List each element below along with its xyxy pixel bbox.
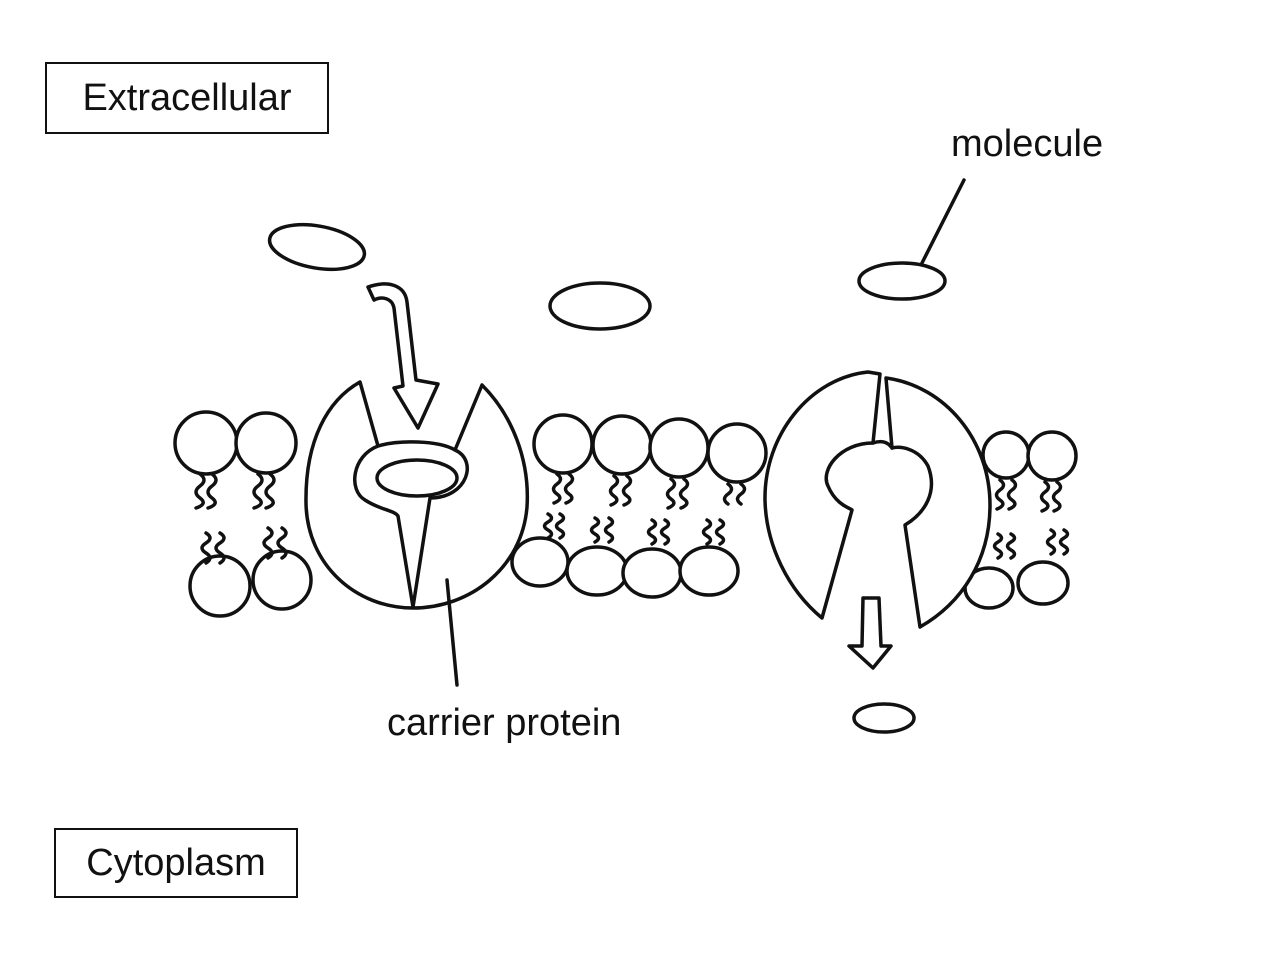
carrier-protein-leader-line bbox=[445, 578, 459, 687]
lipid-tail bbox=[1058, 528, 1070, 556]
extracellular-label: Extracellular bbox=[82, 77, 292, 119]
lipid-tail bbox=[735, 482, 747, 506]
lipid-tail bbox=[214, 531, 226, 565]
carrier-protein-left bbox=[304, 282, 530, 610]
phospholipid-head bbox=[173, 410, 239, 476]
phospholipid-head bbox=[510, 536, 570, 588]
lipid-tail bbox=[262, 526, 274, 560]
phospholipid-head bbox=[621, 547, 683, 599]
lipid-tail bbox=[264, 472, 276, 510]
lipid-tail bbox=[701, 518, 713, 546]
lipid-tail bbox=[659, 518, 671, 546]
lipid-bilayer-left bbox=[173, 410, 313, 618]
lipid-tail bbox=[994, 478, 1006, 511]
carrier-protein-label: carrier protein bbox=[387, 702, 622, 744]
lipid-tail bbox=[252, 472, 264, 510]
phospholipid-head bbox=[532, 413, 594, 475]
lipid-tail bbox=[1051, 480, 1063, 513]
lipid-bilayer-middle bbox=[510, 413, 768, 599]
lipid-tail bbox=[589, 516, 601, 544]
bound-molecule bbox=[375, 458, 459, 498]
phospholipid-head bbox=[251, 549, 313, 611]
phospholipid-head bbox=[591, 414, 653, 476]
lipid-tail bbox=[646, 518, 658, 546]
lipid-tail bbox=[1006, 478, 1018, 511]
lipid-tail bbox=[678, 477, 690, 510]
lipid-tail bbox=[992, 532, 1004, 560]
phospholipid-head bbox=[706, 422, 768, 484]
molecule-label: molecule bbox=[951, 123, 1104, 165]
lipid-tail bbox=[551, 472, 563, 505]
molecule-middle bbox=[548, 281, 652, 331]
phospholipid-head bbox=[981, 430, 1031, 480]
arrow-out-of-protein bbox=[847, 596, 893, 670]
lipid-tail bbox=[206, 472, 218, 510]
binding-cavity bbox=[871, 439, 894, 450]
lipid-tail bbox=[194, 472, 206, 510]
phospholipid-head bbox=[648, 417, 710, 479]
lipid-tail bbox=[1005, 532, 1017, 560]
lipid-bilayer-right bbox=[963, 430, 1078, 610]
released-molecule bbox=[852, 702, 916, 734]
phospholipid-head bbox=[234, 411, 298, 475]
lipid-tail bbox=[722, 482, 734, 506]
carrier-protein-right bbox=[763, 370, 992, 670]
extracellular-label-box: Extracellular bbox=[45, 62, 329, 134]
cytoplasm-label: Cytoplasm bbox=[86, 842, 266, 884]
phospholipid-head bbox=[188, 554, 252, 618]
lipid-tail bbox=[554, 512, 566, 540]
molecule-left bbox=[267, 222, 367, 272]
carrier-protein-body bbox=[884, 376, 992, 629]
lipid-tail bbox=[603, 516, 615, 544]
lipid-tail bbox=[714, 518, 726, 546]
lipid-tail bbox=[608, 474, 620, 507]
lipid-tail bbox=[542, 512, 554, 540]
carrier-protein-body bbox=[304, 380, 530, 610]
lipid-tail bbox=[563, 472, 575, 505]
molecule-right bbox=[857, 261, 947, 301]
phospholipid-head bbox=[1016, 560, 1070, 606]
lipid-tail bbox=[621, 474, 633, 507]
molecule-leader-line bbox=[920, 178, 966, 265]
phospholipid-head bbox=[565, 545, 629, 597]
binding-site-notch bbox=[376, 440, 457, 452]
phospholipid-head bbox=[678, 545, 740, 597]
lipid-tail bbox=[665, 477, 677, 510]
cytoplasm-label-box: Cytoplasm bbox=[54, 828, 298, 898]
arrow-into-protein bbox=[366, 282, 440, 430]
lipid-tail bbox=[200, 531, 212, 565]
extracellular-molecules bbox=[267, 222, 947, 331]
phospholipid-head bbox=[1026, 430, 1078, 482]
carrier-protein-body bbox=[763, 370, 882, 620]
lipid-tail bbox=[1045, 528, 1057, 556]
lipid-tail bbox=[1039, 480, 1051, 513]
lipid-tail bbox=[276, 526, 288, 560]
